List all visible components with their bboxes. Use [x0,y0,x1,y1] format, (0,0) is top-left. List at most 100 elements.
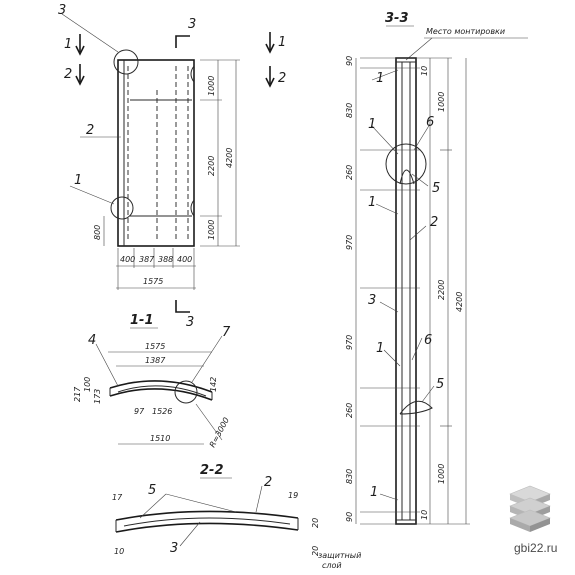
section-mark-1-right: 1 [278,35,286,50]
leader-1-33a [371,69,399,81]
label-2-33: 2 [430,215,438,230]
section-arrowhead-2-right [265,77,275,88]
dim-1510: 1510 [150,434,170,443]
section-mark-3-bottom: 3 [186,315,194,330]
dim-2200: 2200 [207,156,216,176]
radius-label: R=3000 [208,416,231,449]
plan-view: 3 2 1 1 2 3 1 2 1000 2200 1000 4200 800 [58,3,286,330]
leader-3-33 [379,301,399,313]
dim-400-a: 400 [120,255,135,264]
dim-20-a: 20 [311,518,320,528]
radius-line [195,403,223,441]
dim-1000-top: 1000 [207,76,216,96]
dim-97: 97 [134,407,145,416]
section-mark-3-bottom-arrow [175,300,190,313]
section-mark-2-right: 2 [278,71,286,86]
dim-1575-sec: 1575 [145,342,165,351]
section-mark-3-top: 3 [188,17,196,32]
label-5-slab: 5 [148,483,156,498]
leader-1-33d [383,349,401,367]
detail-circle-3 [113,49,139,75]
dim-217: 217 [73,386,82,402]
section-3-3: 3-3 Место монтировки 90 830 260 970 970 … [345,11,528,525]
mounting-leader [405,37,433,61]
section-arrowhead-1-left [75,45,85,56]
label-1-33c: 1 [368,195,376,210]
section-mark-1-left: 1 [64,37,72,52]
dim-19: 19 [288,491,298,500]
section-2-2-title: 2-2 [200,463,224,478]
dim-4200: 4200 [225,148,234,168]
lifting-loop-bottom [399,400,433,415]
label-1-33d: 1 [376,341,384,356]
label-5-33a: 5 [432,181,440,196]
leader-2-slab [255,485,263,513]
curved-slab-top [115,510,299,521]
curved-slab-bottom [115,522,299,533]
curved-panel-top [109,380,213,393]
leader-6-33b [411,337,423,361]
section-1-1-title: 1-1 [130,313,154,328]
dim-2200-33: 2200 [437,280,446,300]
panel-notch-top [190,65,195,83]
dim-387: 387 [139,255,155,264]
dim-100: 100 [83,377,92,392]
dim-388: 388 [158,255,173,264]
curved-slab-rebar [123,517,291,527]
label-3-33: 3 [368,293,376,308]
lifting-loop-top [399,169,415,185]
dim-90-top: 90 [345,56,354,66]
dim-10-top: 10 [420,66,429,76]
leader-5-33a [411,173,429,187]
leader-7 [191,335,223,383]
label-5-33b: 5 [436,377,444,392]
detail-circle-6 [385,143,427,185]
mounting-note: Место монтировки [426,27,505,36]
dim-142: 142 [209,377,218,392]
leader-1-33b [371,125,399,155]
dim-10-slab: 10 [114,547,124,556]
section-mark-2-left: 2 [64,67,72,82]
dim-1000-33-bottom: 1000 [437,464,446,484]
dim-90-bottom: 90 [345,512,354,522]
panel-notch-bottom [190,199,195,217]
detail-circle-7 [174,380,198,404]
watermark-site: gbi22.ru [514,541,557,555]
dim-830-top: 830 [345,103,354,118]
leader-1 [69,185,115,205]
dim-1575-plan: 1575 [143,277,163,286]
detail-circle-1 [110,196,134,220]
label-3-top: 3 [58,3,66,18]
dim-400-b: 400 [177,255,192,264]
label-6-33b: 6 [424,333,432,348]
dim-1387: 1387 [145,356,166,365]
leader-4 [95,343,119,387]
label-7: 7 [222,325,231,340]
label-6-33a: 6 [426,115,434,130]
dim-970-bottom: 970 [345,335,354,350]
dim-20-b: 20 [311,546,320,556]
long-panel-outline [395,57,417,525]
label-2-panel: 2 [86,123,94,138]
curved-panel-bottom [109,388,213,401]
dim-1526: 1526 [152,407,172,416]
leader-3 [61,13,119,53]
label-1-33a: 1 [376,71,384,86]
dim-1000-bottom: 1000 [207,220,216,240]
label-4: 4 [88,333,96,348]
cover-note-1: защитный [318,551,361,560]
label-2-slab: 2 [264,475,272,490]
label-1-33b: 1 [368,117,376,132]
dim-970-top: 970 [345,235,354,250]
dim-1000-33-top: 1000 [437,92,446,112]
dim-4200-33: 4200 [455,292,464,312]
watermark-logo [509,485,551,532]
leader-5b [165,493,237,513]
section-1-1: 1-1 1575 1387 4 7 R=3000 217 100 173 97 … [73,313,231,449]
label-1-panel: 1 [74,173,82,188]
dim-800: 800 [93,225,102,240]
section-2-2: 2-2 5 2 3 17 19 20 20 10 защитный слой [112,463,361,570]
leader-3-slab [179,521,201,547]
section-3-3-title: 3-3 [385,11,409,26]
